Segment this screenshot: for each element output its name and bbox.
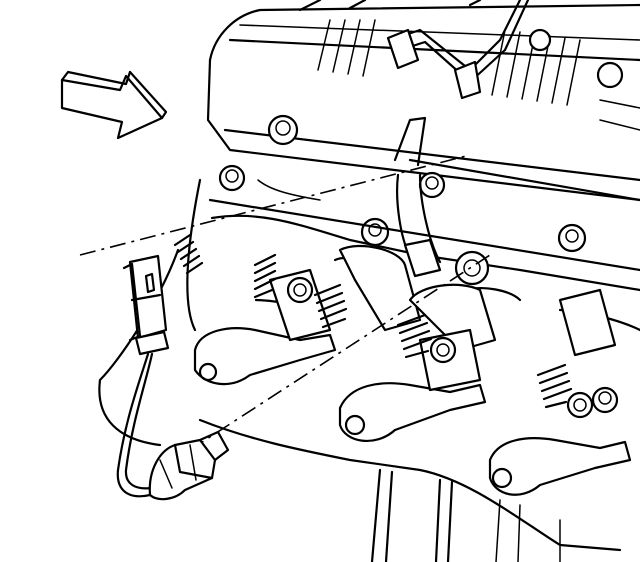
spark-plug-icon xyxy=(173,233,573,409)
direction-arrow-icon xyxy=(60,70,168,140)
bolt-icon xyxy=(218,164,246,192)
valve-cover xyxy=(206,0,640,202)
bolt-icon xyxy=(267,114,299,146)
bolt-icon xyxy=(557,223,587,253)
coil-bracket xyxy=(193,327,337,386)
coil-bracket xyxy=(338,382,487,443)
sensor-connector-icon xyxy=(122,254,170,356)
sensor-bracket xyxy=(393,116,442,278)
coil-bracket xyxy=(488,437,632,496)
sensor-lead xyxy=(116,352,154,498)
alignment-lines xyxy=(79,154,491,451)
sensor-body-icon xyxy=(148,430,230,501)
bolt-icon xyxy=(591,386,619,414)
bolt-icon xyxy=(360,217,390,247)
bolt-icon xyxy=(418,171,446,199)
coil-pack-icon xyxy=(268,245,617,419)
